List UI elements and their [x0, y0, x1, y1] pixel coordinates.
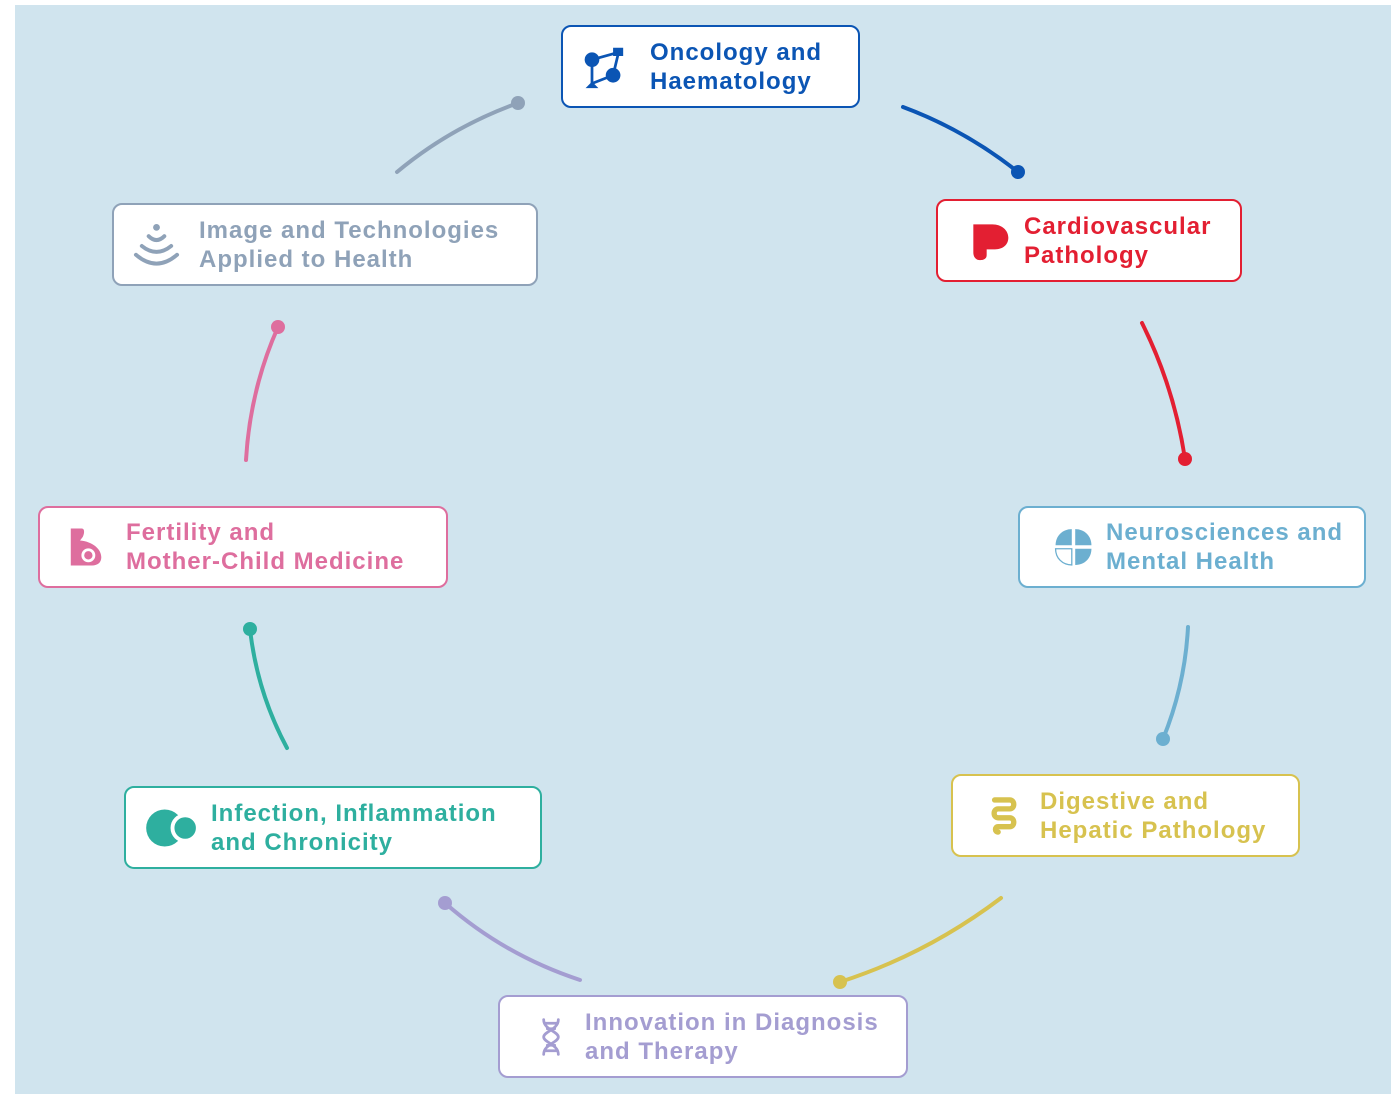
- node-label: Cardiovascular Pathology: [1024, 201, 1211, 280]
- connector-dot: [511, 96, 525, 110]
- ultrasound-waves-icon: [133, 223, 180, 267]
- intestine-icon: [987, 795, 1020, 836]
- connector-innovation-to-infection: [438, 896, 582, 982]
- connector-dot: [833, 975, 847, 989]
- node-label-line-2: Applied to Health: [199, 245, 414, 273]
- connector-arc: [443, 901, 582, 982]
- node-fertility-mother-child-medicine: Fertility and Mother-Child Medicine: [38, 506, 448, 588]
- connector-digestive-to-innovation: [833, 896, 1003, 989]
- connector-dot: [243, 622, 257, 636]
- overlapping-cells-icon: [145, 808, 200, 847]
- node-label-line-1: Cardiovascular: [1024, 212, 1212, 240]
- connector-oncology-to-cardiovascular: [901, 105, 1025, 179]
- node-label-line-2: Mental Health: [1106, 548, 1276, 575]
- node-label: Innovation in Diagnosis and Therapy: [585, 997, 879, 1076]
- connector-arc: [1161, 625, 1190, 741]
- connector-fertility-to-imaging: [244, 320, 285, 462]
- connector-arc: [901, 105, 1020, 174]
- node-label-line-1: Infection, Inflammation: [211, 799, 497, 827]
- connector-neurosciences-to-digestive: [1156, 625, 1190, 746]
- node-label: Oncology and Haematology: [650, 27, 822, 106]
- node-label-line-1: Digestive and: [1040, 787, 1210, 815]
- node-neurosciences-mental-health: Neurosciences and Mental Health: [1018, 506, 1366, 588]
- connector-arc: [1140, 321, 1187, 461]
- connector-arc: [248, 627, 289, 750]
- node-digestive-hepatic-pathology: Digestive and Hepatic Pathology: [951, 774, 1300, 857]
- connector-cardiovascular-to-neurosciences: [1140, 321, 1192, 466]
- node-label-line-1: Oncology and: [650, 38, 823, 66]
- node-label-line-2: Hepatic Pathology: [1040, 816, 1267, 844]
- node-infection-inflammation-chronicity: Infection, Inflammation and Chronicity: [124, 786, 542, 869]
- pregnant-woman-icon: [68, 527, 105, 568]
- node-label-line-1: Image and Technologies: [199, 216, 500, 244]
- node-label: Infection, Inflammation and Chronicity: [211, 788, 497, 867]
- connector-imaging-to-oncology: [395, 96, 525, 174]
- node-label-line-1: Innovation in Diagnosis: [585, 1008, 879, 1036]
- connector-dot: [1011, 165, 1025, 179]
- node-label-line-2: Pathology: [1024, 241, 1150, 269]
- connector-dot: [1156, 732, 1170, 746]
- node-label: Digestive and Hepatic Pathology: [1040, 776, 1266, 855]
- node-label: Image and Technologies Applied to Health: [199, 205, 499, 284]
- connector-arc: [244, 325, 280, 462]
- node-label-line-2: and Chronicity: [211, 828, 394, 856]
- node-label: Fertility and Mother-Child Medicine: [126, 508, 404, 586]
- heart-icon: [970, 220, 1010, 262]
- connector-dot: [271, 320, 285, 334]
- connector-infection-to-fertility: [243, 622, 289, 750]
- node-cardiovascular-pathology: Cardiovascular Pathology: [936, 199, 1242, 282]
- node-innovation-diagnosis-therapy: Innovation in Diagnosis and Therapy: [498, 995, 908, 1078]
- connector-arc: [838, 896, 1003, 984]
- connector-dot: [438, 896, 452, 910]
- node-label-line-1: Neurosciences and: [1106, 519, 1344, 546]
- node-oncology-haematology: Oncology and Haematology: [561, 25, 860, 108]
- dna-helix-icon: [540, 1015, 562, 1059]
- node-label-line-1: Fertility and: [126, 519, 276, 546]
- node-label: Neurosciences and Mental Health: [1106, 508, 1343, 586]
- node-label-line-2: and Therapy: [585, 1037, 739, 1065]
- node-label-line-2: Mother-Child Medicine: [126, 548, 405, 575]
- molecule-network-icon: [581, 44, 625, 90]
- brain-icon: [1053, 524, 1094, 570]
- node-label-line-2: Haematology: [650, 67, 812, 95]
- connector-arc: [395, 101, 520, 174]
- connector-dot: [1178, 452, 1192, 466]
- node-image-technologies-health: Image and Technologies Applied to Health: [112, 203, 538, 286]
